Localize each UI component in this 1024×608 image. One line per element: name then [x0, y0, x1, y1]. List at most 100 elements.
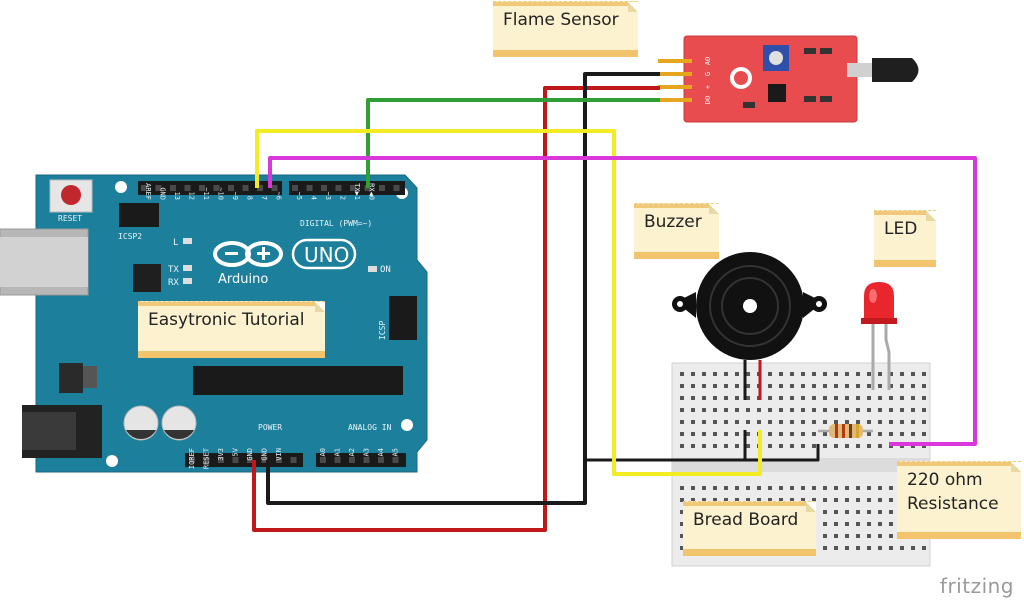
header-hole [155, 185, 162, 191]
power-pin-label: A2 [348, 448, 356, 456]
breadboard-hole [680, 432, 684, 436]
breadboard-hole [900, 420, 904, 424]
breadboard-hole [823, 420, 827, 424]
wire-black-bb [585, 444, 820, 462]
icsp-header [389, 296, 417, 340]
breadboard-hole [900, 408, 904, 412]
breadboard-hole [735, 444, 739, 448]
breadboard-hole [889, 408, 893, 412]
breadboard-hole [834, 372, 838, 376]
breadboard-hole [735, 486, 739, 490]
breadboard-hole [911, 420, 915, 424]
breadboard-hole [779, 408, 783, 412]
breadboard-hole [680, 546, 684, 550]
breadboard-hole [702, 420, 706, 424]
header-hole [306, 185, 313, 191]
header-hole [321, 185, 327, 191]
breadboard-hole [889, 384, 893, 388]
buzzer-component [672, 252, 827, 400]
breadboard-hole [691, 444, 695, 448]
breadboard-hole [812, 432, 816, 436]
led-note: LED [874, 210, 936, 267]
breadboard-hole [878, 534, 882, 538]
breadboard-hole [834, 546, 838, 550]
breadboard-hole [845, 546, 849, 550]
breadboard-hole [757, 420, 761, 424]
breadboard-hole [680, 498, 684, 502]
digital-pin-label: ~11 [202, 187, 210, 200]
breadboard-hole [845, 396, 849, 400]
breadboard-hole [724, 444, 728, 448]
breadboard-hole [691, 384, 695, 388]
breadboard-hole [735, 372, 739, 376]
breadboard-hole [845, 372, 849, 376]
breadboard-hole [900, 372, 904, 376]
header-hole [247, 457, 253, 463]
breadboard-hole [812, 444, 816, 448]
digital-pin-label: ~5 [295, 192, 303, 200]
header-hole [393, 185, 400, 191]
led-component [861, 282, 897, 390]
breadboard-hole [823, 408, 827, 412]
ir-receiver [872, 58, 919, 82]
flame-sensor-module: AOG+DO [658, 35, 919, 123]
breadboard-hole [878, 444, 882, 448]
sensor-pin-label: AO [704, 57, 712, 65]
breadboard-hole [878, 384, 882, 388]
sensor-pin-label: G [704, 72, 712, 76]
digital-header-right [289, 181, 405, 195]
breadboard-hole [922, 384, 926, 388]
breadboard-hole [834, 498, 838, 502]
breadboard-hole [856, 420, 860, 424]
breadboard-hole [735, 420, 739, 424]
breadboard-hole [856, 510, 860, 514]
header-hole [184, 185, 191, 191]
breadboard-hole [867, 510, 871, 514]
breadboard-hole [911, 384, 915, 388]
breadboard-hole [801, 486, 805, 490]
header-hole [170, 185, 176, 191]
breadboard-hole [911, 396, 915, 400]
digital-pin-label: 7 [260, 196, 268, 200]
breadboard-hole [680, 444, 684, 448]
breadboard-hole [724, 486, 728, 490]
digital-pin-label: ~3 [324, 192, 332, 200]
breadboard-hole [757, 408, 761, 412]
breadboard-hole [834, 486, 838, 490]
breadboard-hole [746, 384, 750, 388]
breadboard-hole [746, 420, 750, 424]
breadboard-hole [856, 522, 860, 526]
breadboard-hole [900, 546, 904, 550]
header-hole [218, 457, 224, 463]
breadboard-hole [867, 534, 871, 538]
breadboard-hole [878, 546, 882, 550]
breadboard-hole [702, 432, 706, 436]
header-hole [349, 457, 355, 463]
breadboard-hole [856, 444, 860, 448]
breadboard-hole [922, 420, 926, 424]
breadboard-hole [768, 372, 772, 376]
breadboard-hole [845, 486, 849, 490]
power-pin-label: A5 [392, 448, 400, 456]
analog-header [316, 453, 406, 467]
breadboard-hole [889, 396, 893, 400]
breadboard-hole [680, 534, 684, 538]
breadboard-hole [889, 534, 893, 538]
breadboard-hole [867, 444, 871, 448]
icsp2-label: ICSP2 [118, 232, 142, 241]
breadboard-hole [856, 546, 860, 550]
analog-in-label: ANALOG IN [348, 423, 392, 432]
digital-header-left [138, 181, 282, 195]
sensor-pin-label: DO [704, 96, 712, 104]
digital-pin-label: 13 [173, 192, 181, 200]
tx-label: TX [168, 265, 179, 275]
breadboard-hole [768, 432, 772, 436]
power-pin-label: GND [246, 448, 254, 461]
power-label: POWER [258, 423, 282, 432]
breadboard-hole [757, 498, 761, 502]
breadboard-hole [845, 522, 849, 526]
breadboard-hole [823, 534, 827, 538]
breadboard-hole [735, 396, 739, 400]
breadboard-hole [801, 396, 805, 400]
